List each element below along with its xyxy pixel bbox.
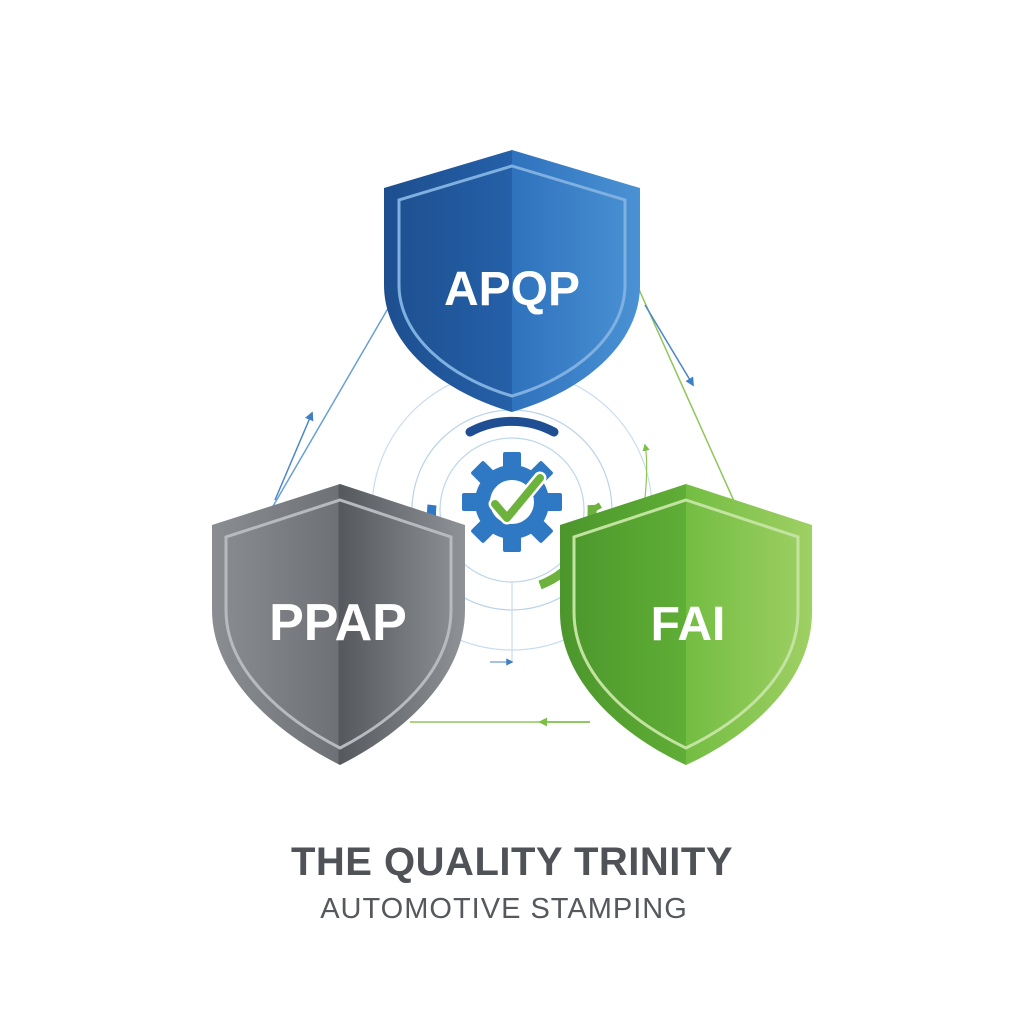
shield-apqp-body — [384, 150, 640, 412]
gear-checkmark-icon — [462, 452, 562, 552]
graphic-title: THE QUALITY TRINITY — [290, 840, 734, 884]
graphic-subtitle: AUTOMOTIVE STAMPING — [320, 893, 688, 925]
connector-apqp-ppap — [264, 304, 391, 521]
shield-apqp: APQP — [384, 150, 640, 412]
connector-lines — [264, 284, 739, 727]
shield-ppap-label: PPAP — [269, 594, 407, 652]
shield-fai: FAI — [560, 484, 812, 765]
shield-apqp-rim — [397, 164, 627, 398]
shield-ppap: PPAP — [212, 484, 465, 765]
shield-ppap-body — [212, 484, 465, 765]
connector-apqp-fai — [636, 284, 739, 511]
shield-apqp-label: APQP — [444, 263, 580, 316]
shield-fai-rim — [572, 498, 800, 750]
shield-fai-body — [560, 484, 812, 765]
arrow-apqp-to-fai — [644, 304, 694, 387]
shield-ppap-rim — [224, 498, 453, 750]
arrow-ppap-to-apqp — [274, 411, 314, 501]
shield-fai-label: FAI — [651, 598, 726, 651]
